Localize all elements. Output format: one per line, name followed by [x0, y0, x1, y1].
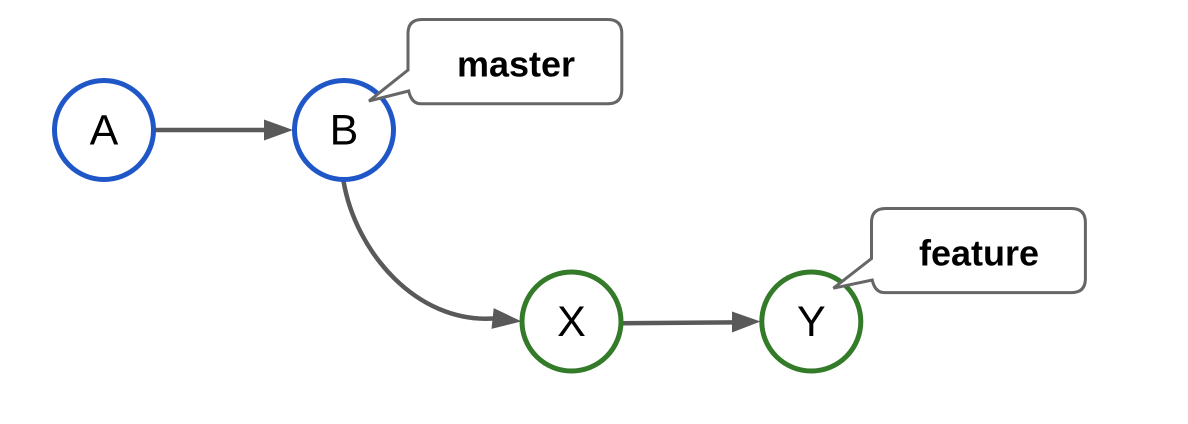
svg-text:feature: feature: [919, 233, 1039, 274]
svg-text:Y: Y: [797, 298, 826, 346]
svg-text:master: master: [457, 44, 575, 85]
svg-text:X: X: [557, 298, 586, 346]
svg-text:A: A: [90, 107, 119, 155]
svg-text:B: B: [330, 107, 359, 155]
